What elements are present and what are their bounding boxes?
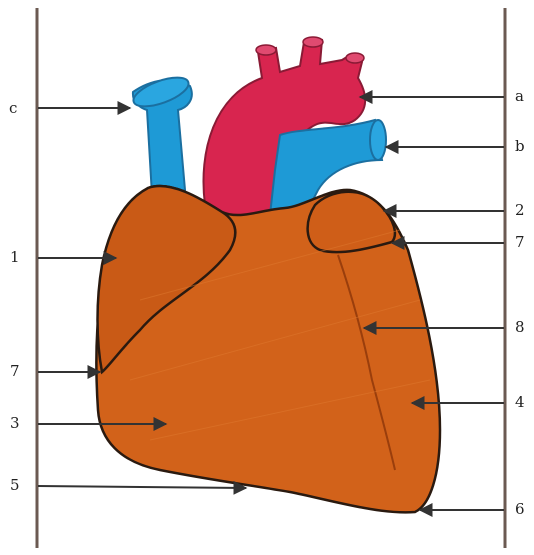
label-7-left: 7 xyxy=(10,364,20,379)
arrow-5 xyxy=(38,486,246,488)
aorta-branch-1 xyxy=(256,45,276,55)
label-3: 3 xyxy=(10,416,20,431)
label-c: c xyxy=(9,101,17,116)
label-a: a xyxy=(515,89,524,104)
label-4: 4 xyxy=(515,395,525,410)
aorta-branch-3 xyxy=(346,53,364,63)
label-6: 6 xyxy=(515,502,525,517)
label-b: b xyxy=(515,139,525,154)
aorta-branch-2 xyxy=(303,37,323,47)
label-1: 1 xyxy=(10,250,20,265)
pulmonary-opening xyxy=(370,120,386,160)
label-8: 8 xyxy=(515,320,525,335)
label-2: 2 xyxy=(515,203,525,218)
label-5: 5 xyxy=(10,478,20,493)
label-7-right: 7 xyxy=(515,235,525,250)
